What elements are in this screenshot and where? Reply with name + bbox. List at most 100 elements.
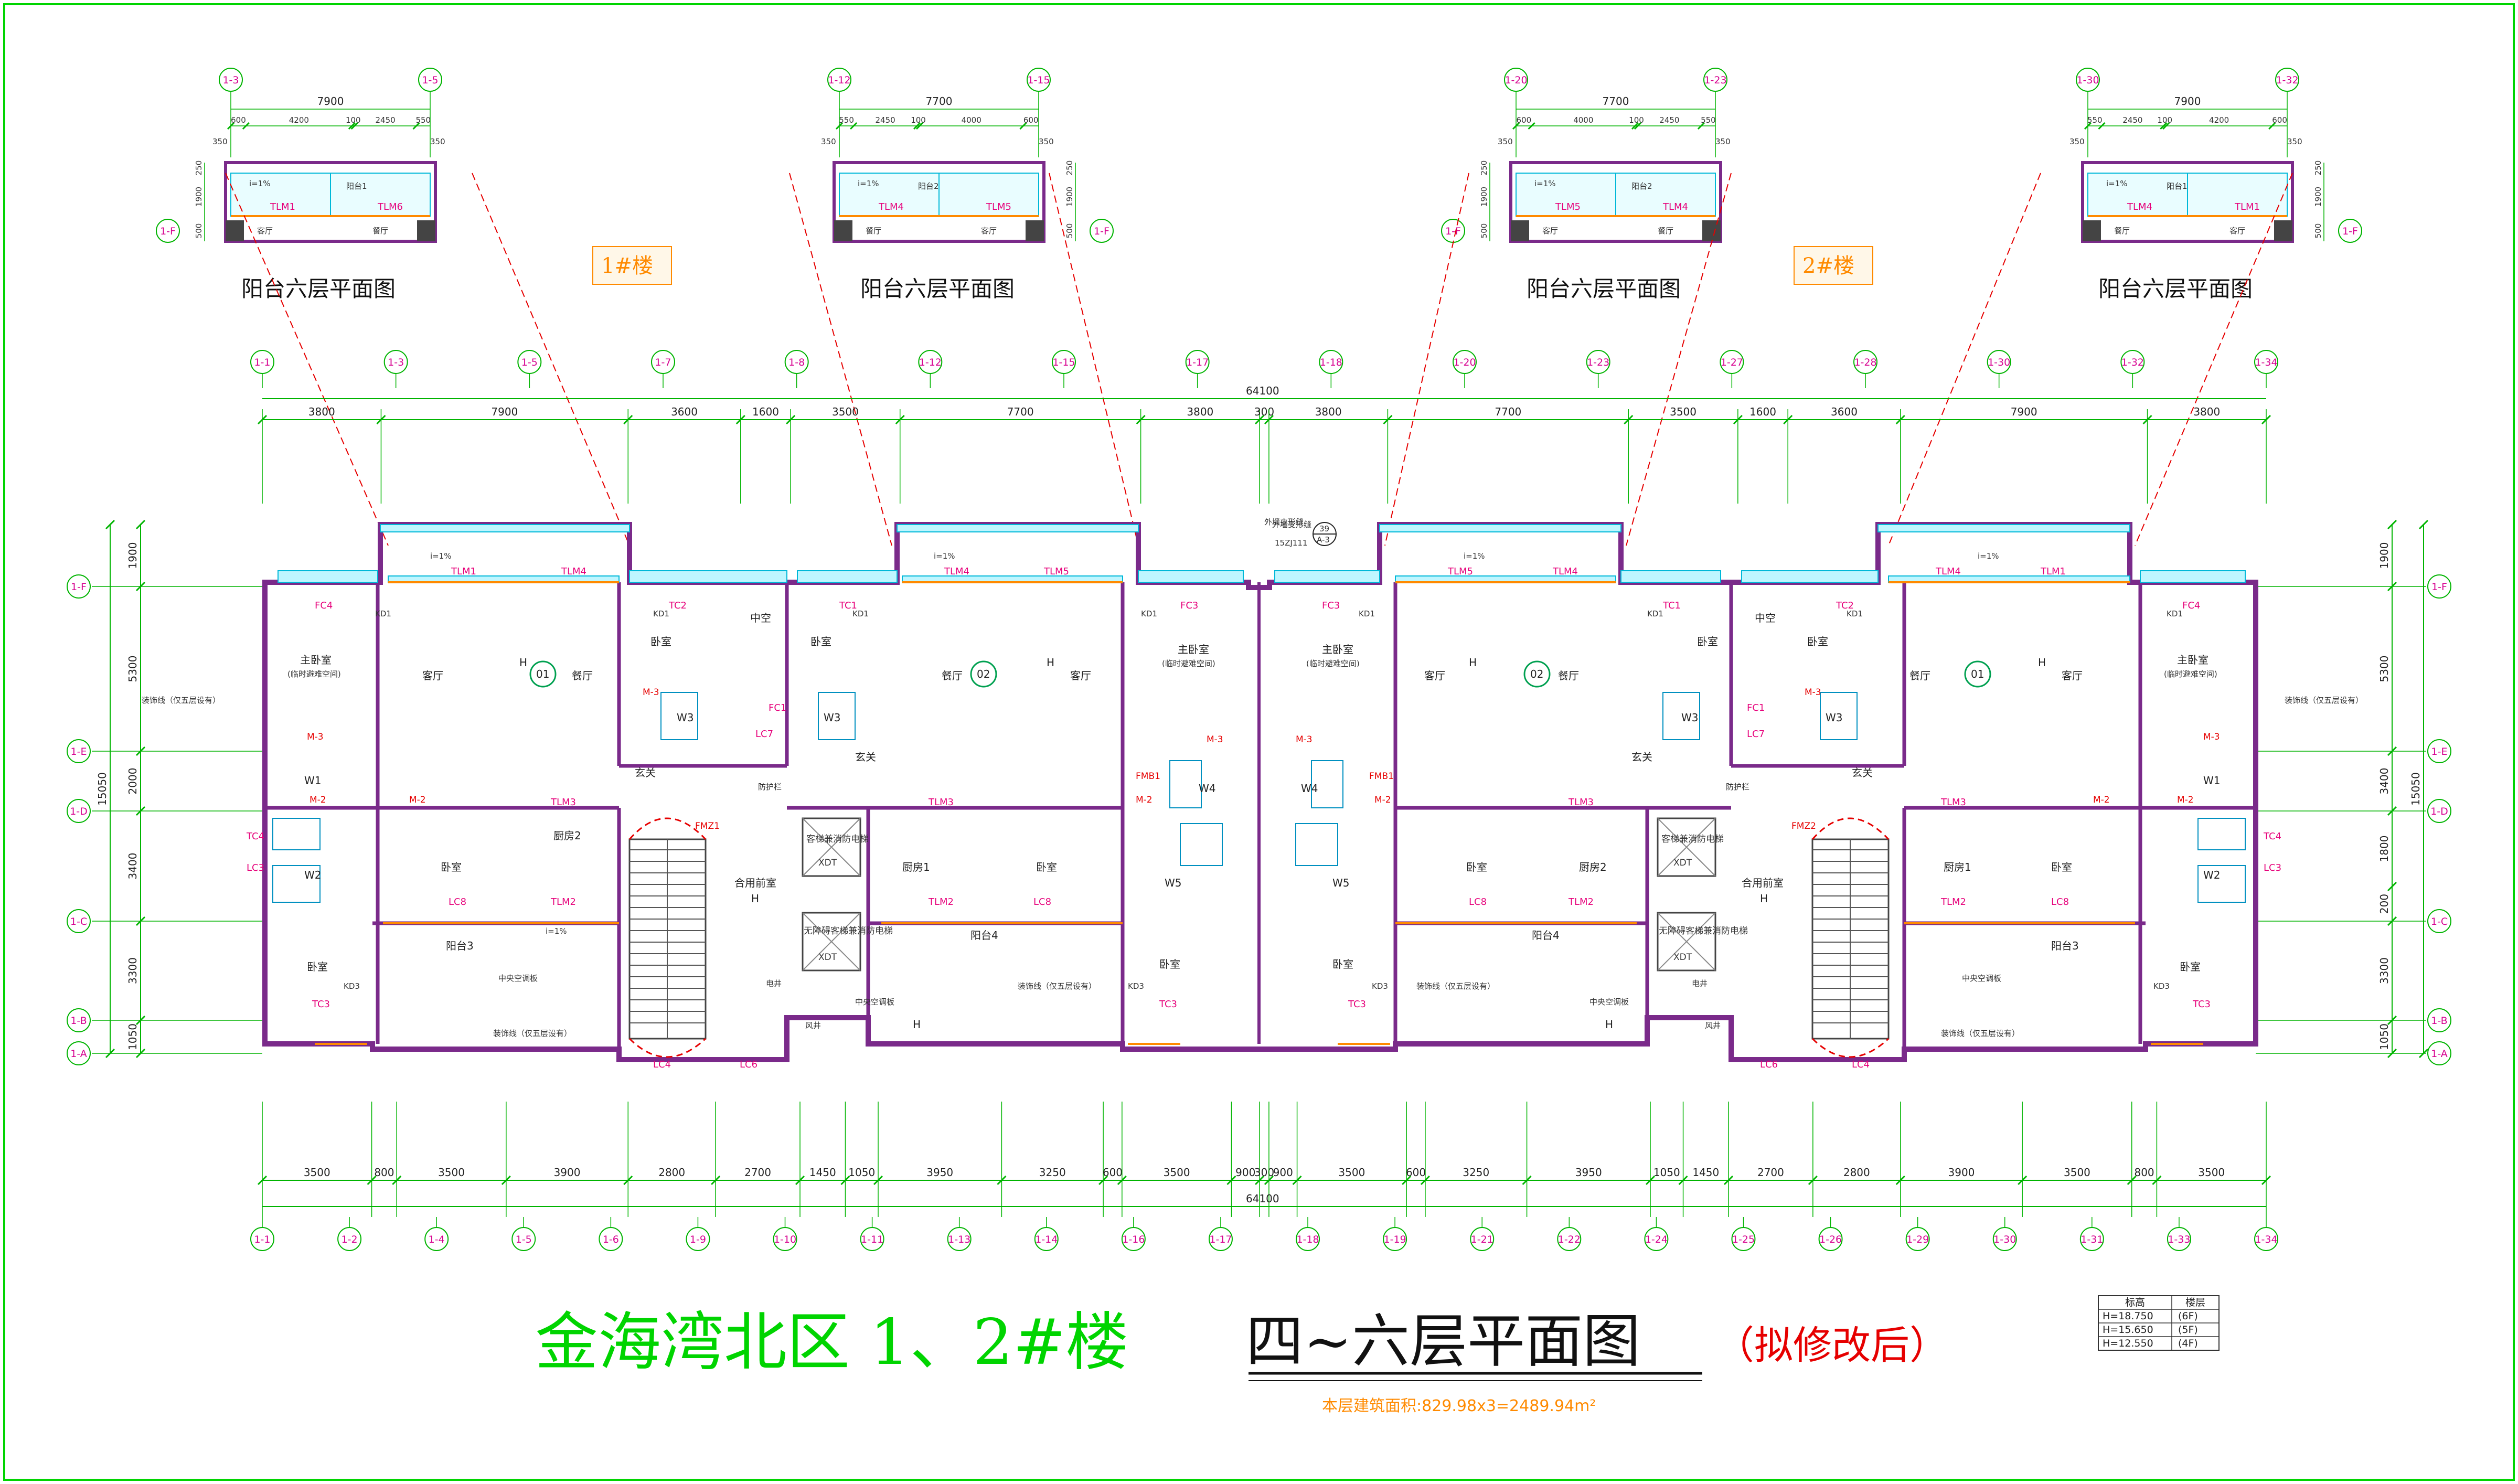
room-kitchen1-1: 厨房1 [902,861,930,873]
top-axis-12: 1-28 [1853,350,1877,374]
code-21: KD1 [1359,609,1375,618]
deco-line-2: 装饰线（仅五层设有） [493,1029,572,1038]
code-7: TLM1 [2040,566,2066,577]
bottom-axis-2: 1-4 [424,1227,449,1251]
top-axis-6: 1-15 [1052,350,1076,374]
top-dim-10: 3500 [1670,405,1697,418]
detail-label: 外墙变形缝 [1272,520,1311,529]
ac-board-1: 中央空调板 [498,974,538,983]
code-25: TLM3 [928,797,954,808]
balcony-2-part-2: 100 [1629,115,1644,125]
balcony-2-side-0: 250 [1479,161,1489,176]
top-dim-2: 3600 [671,405,698,418]
code-64: M-3 [1207,734,1223,745]
bottom-dim-11: 3500 [1164,1166,1190,1179]
code-86: H [1469,656,1477,669]
bottom-axis-6: 1-10 [773,1227,797,1251]
top-axis-2-label: 1-5 [521,357,538,368]
top-overall-dimension: 64100 [1246,385,1279,397]
bottom-dim-5: 2700 [744,1166,771,1179]
room-bedroom-6: 卧室 [1036,861,1057,873]
right-dim-2: 3400 [2378,768,2391,795]
balcony-3-room-a: 阳台1 [2167,182,2188,191]
top-dim-4: 3500 [832,405,859,418]
code-60: M-3 [307,732,324,742]
bottom-axis-4: 1-6 [599,1227,623,1251]
bottom-dim-0: 3500 [304,1166,330,1179]
row-axis-left-4: 1-B [67,1008,91,1032]
top-dim-7: 300 [1254,405,1274,418]
row-axis-left-0-label: 1-F [71,581,87,593]
code-53: LC7 [1747,729,1765,740]
pipe-well-1: 电井 [766,979,782,988]
fire-lift-label-r: 客梯兼消防电梯 [1661,834,1724,845]
top-dim-3: 1600 [752,405,779,418]
lift-code: XDT [818,858,837,868]
room-refuge-2: (临时避难空间) [1162,659,1215,668]
bottom-axis-18-label: 1-26 [1819,1234,1842,1245]
balcony-2-axis-b-label: 1-23 [1704,74,1726,86]
room-bedroom-9: 卧室 [307,960,328,973]
bottom-axis-21-label: 1-31 [2080,1234,2103,1245]
staircase-left [628,817,707,1058]
balcony-3-side-2: 500 [2313,223,2323,239]
code-79: W5 [1332,877,1350,889]
balcony-2-slope: i=1% [1534,179,1556,188]
bottom-axis-22-label: 1-33 [2168,1234,2190,1245]
balcony-0-side-axis: 1-F [156,219,180,243]
top-axis-4-label: 1-8 [788,357,805,368]
top-dim-12: 3600 [1831,405,1858,418]
balcony-0-end-a: 350 [212,137,228,146]
top-axis-8-label: 1-18 [1320,357,1342,368]
room-refuge-4: (临时避难空间) [2164,669,2217,679]
building-label-2-text: 2#楼 [1802,254,1854,278]
floor-area-note: 本层建筑面积:829.98x3=2489.94m² [1322,1397,1596,1415]
left-dim-1: 5300 [126,656,139,682]
balcony-1-axis-b-label: 1-15 [1027,74,1050,86]
bottom-axis-5-label: 1-9 [690,1234,706,1245]
bottom-dim-26: 3500 [2198,1166,2225,1179]
fire-lift2-label: 无障碍客梯兼消防电梯 [804,926,893,936]
bottom-axis-15-label: 1-22 [1558,1234,1581,1245]
elev-row-2-f: (4F) [2178,1338,2198,1349]
lift-code-r: XDT [1673,858,1692,868]
unit-02-left: 02 [977,668,990,680]
row-axis-right-0: 1-F [2427,574,2451,599]
bathroom-fixtures [272,692,2246,903]
detail-marker: 39 A-3 15ZJ111 外墙变形缝 [1272,520,1337,548]
code-46: TC4 [2263,831,2281,842]
balcony-0-part-1: 4200 [289,115,309,125]
balcony-1-axis-a: 1-12 [827,68,851,92]
deco-line-5: 装饰线（仅五层设有） [1941,1029,2020,1038]
detail-number: 39 [1319,524,1329,533]
ac-board-2: 中央空调板 [855,997,894,1007]
left-dim-5: 1050 [126,1023,139,1050]
code-45: LC3 [247,862,264,873]
top-axis-15-label: 1-34 [2255,357,2277,368]
code-73: W2 [304,869,322,881]
bottom-axis-21: 1-31 [2079,1227,2104,1251]
bottom-axis-16: 1-24 [1644,1227,1669,1251]
bottom-axis-17-label: 1-25 [1732,1234,1755,1245]
bottom-axis-16-label: 1-24 [1645,1234,1668,1245]
code-33: TLM2 [1568,896,1594,908]
row-axis-left-4-label: 1-B [70,1015,87,1027]
balcony-2-room-b: 客厅 [1542,226,1558,236]
drawing-floor-title: 四~六层平面图 [1246,1308,1640,1375]
top-axis-7-label: 1-17 [1186,357,1209,368]
balcony-3-part-2: 100 [2157,115,2172,125]
code-87: H [2038,656,2046,669]
railing-2: 防护栏 [1726,782,1749,792]
code-5: TLM4 [1552,566,1578,577]
room-dining-4: 餐厅 [1909,669,1930,682]
building-label-2: 2#楼 [1794,246,1873,285]
bottom-dim-14: 900 [1273,1166,1293,1179]
balcony-3-side-axis: 1-F [2338,219,2362,243]
bottom-dim-17: 3250 [1463,1166,1489,1179]
code-54: FC1 [769,702,786,713]
elevator-right: 客梯兼消防电梯 XDT 无障碍客梯兼消防电梯 XDT [1657,817,1748,971]
row-axis-right-5: 1-A [2427,1041,2451,1065]
